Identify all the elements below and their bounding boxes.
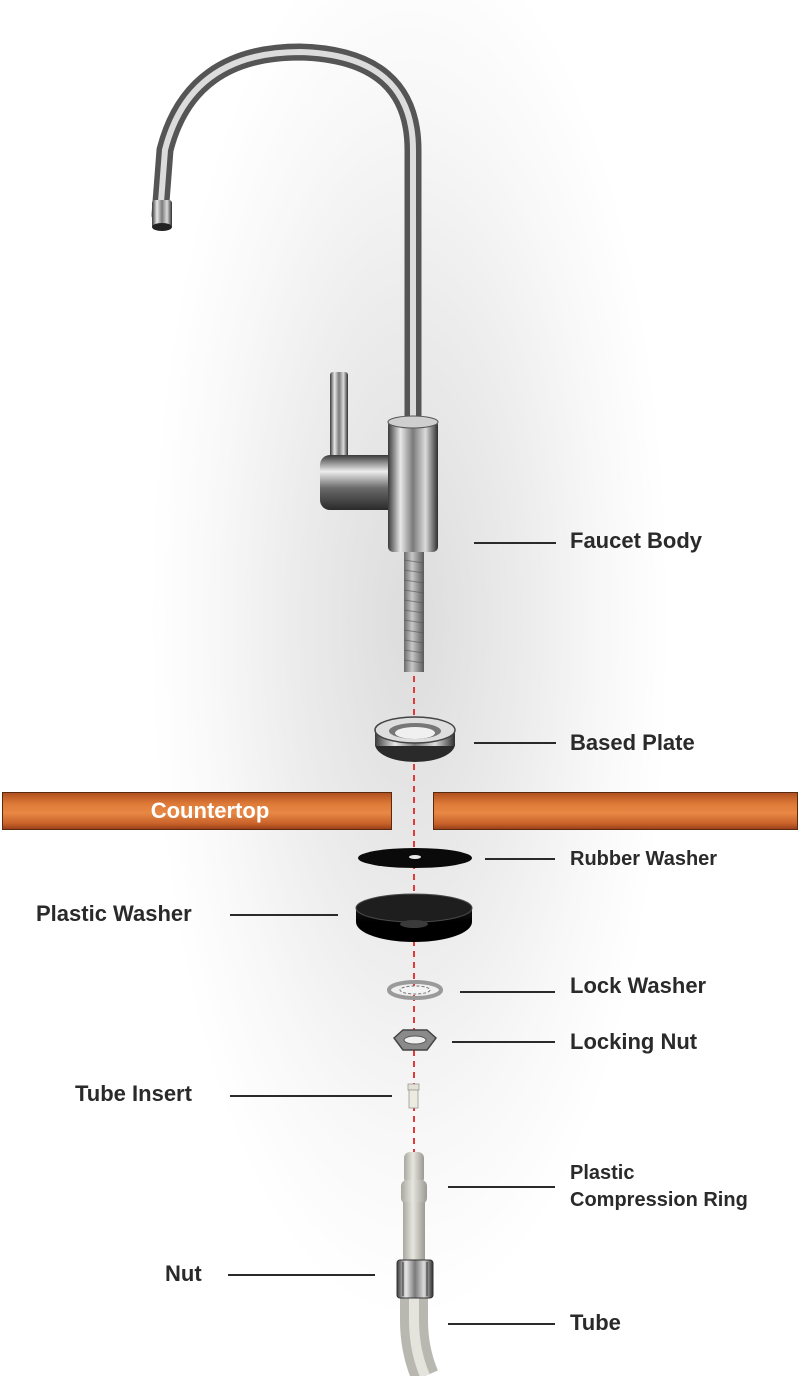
locking-nut-label: Locking Nut	[570, 1029, 698, 1054]
rubber-washer-leader	[485, 858, 555, 860]
tube-label: Tube	[570, 1310, 621, 1335]
tube-leader	[448, 1323, 555, 1325]
gooseneck-spout	[151, 43, 422, 434]
compression-ring-part	[401, 1152, 427, 1264]
nut-label: Nut	[165, 1261, 202, 1286]
nut-part	[396, 1259, 434, 1299]
countertop-right-slab	[433, 792, 798, 830]
tube-insert-label: Tube Insert	[75, 1081, 192, 1106]
plastic-washer-part	[355, 893, 473, 942]
faucet-body-leader	[474, 542, 556, 544]
locking-nut-leader	[452, 1041, 555, 1043]
based-plate-leader	[474, 742, 556, 744]
spout-tip	[152, 200, 172, 228]
lock-washer-leader	[460, 991, 555, 993]
rubber-washer-part	[358, 848, 472, 868]
tube-insert-part	[407, 1083, 420, 1109]
locking-nut-part	[392, 1029, 438, 1051]
nut-leader	[228, 1274, 375, 1276]
countertop-left-slab	[2, 792, 392, 830]
countertop-label: Countertop	[150, 798, 270, 823]
lock-washer-label: Lock Washer	[570, 973, 707, 998]
rubber-washer-label: Rubber Washer	[570, 848, 718, 870]
tube-insert-leader	[230, 1095, 392, 1097]
faucet-body-cylinder	[388, 420, 438, 552]
handle-lever	[330, 372, 348, 472]
based-plate-part	[374, 716, 456, 762]
based-plate-label: Based Plate	[570, 730, 695, 755]
compression-ring-label-line1: Plastic	[570, 1162, 635, 1184]
compression-ring-label-line2: Compression Ring	[570, 1189, 748, 1211]
compression-ring-leader	[448, 1186, 555, 1188]
handle-housing	[320, 455, 400, 510]
plastic-washer-leader	[230, 914, 338, 916]
faucet-body-label: Faucet Body	[570, 528, 703, 553]
plastic-washer-label: Plastic Washer	[36, 901, 192, 926]
lock-washer-part	[387, 980, 443, 1000]
